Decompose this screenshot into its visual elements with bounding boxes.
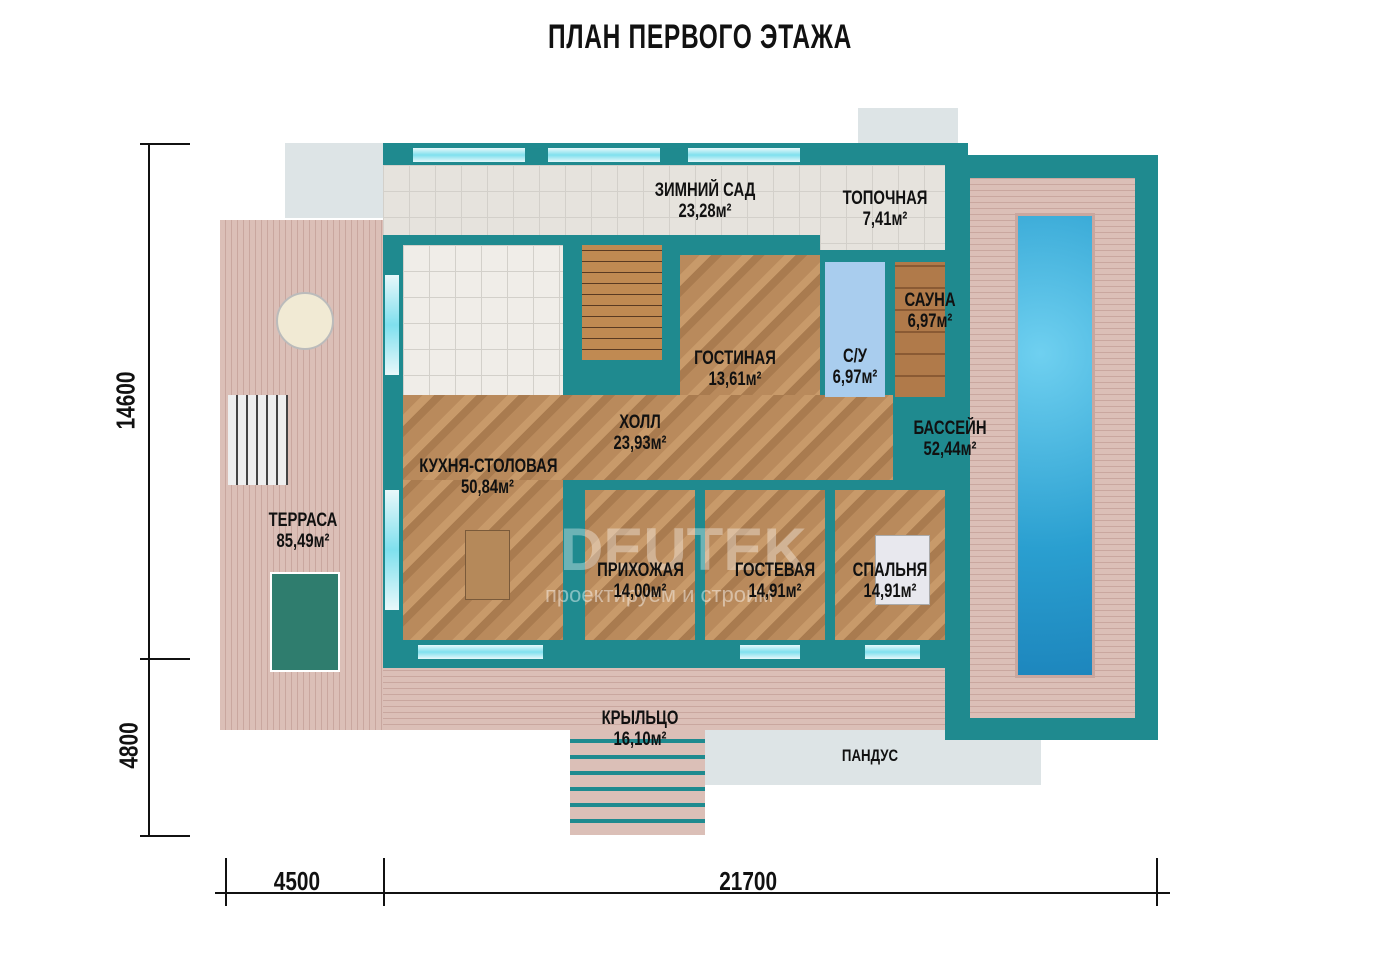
bed — [875, 535, 930, 605]
watermark-slogan: проектируем и строим — [545, 582, 774, 607]
dimension-line-horizontal — [215, 892, 1170, 894]
dimension-tick — [140, 658, 190, 660]
dimension-tick — [140, 143, 190, 145]
window — [740, 645, 800, 659]
dimension-height-main: 14600 — [110, 371, 141, 430]
umbrella — [276, 292, 334, 350]
porch-deck — [383, 660, 948, 730]
dimension-width-main: 21700 — [719, 866, 778, 896]
window — [548, 148, 660, 162]
pool-water — [1015, 213, 1095, 678]
plan-title: ПЛАН ПЕРВОГО ЭТАЖА — [548, 18, 852, 56]
guest-floor — [705, 490, 825, 640]
stairs — [582, 245, 662, 360]
window — [385, 490, 399, 610]
ramp-label: ПАНДУС — [841, 746, 899, 765]
dimension-tick — [140, 835, 190, 837]
boiler-room-floor — [820, 165, 955, 250]
dimension-tick — [225, 858, 227, 906]
dining-table — [465, 530, 510, 600]
entry-floor — [585, 490, 695, 640]
window — [865, 645, 920, 659]
kitchen-floor-lower — [403, 395, 893, 480]
living-floor — [680, 255, 820, 395]
dimension-tick — [383, 858, 385, 906]
dimension-line-vertical — [148, 143, 150, 836]
window — [418, 645, 543, 659]
window — [688, 148, 800, 162]
watermark-brand: DEUTEK — [560, 516, 807, 583]
winter-garden-floor — [383, 165, 820, 235]
dimension-height-porch: 4800 — [113, 722, 144, 769]
window — [385, 275, 399, 375]
kitchen-tile-zone — [403, 245, 563, 395]
terrace-stairs — [228, 395, 288, 485]
dimension-width-terrace: 4500 — [273, 866, 321, 896]
ping-pong-table — [270, 572, 340, 672]
dimension-tick — [1156, 858, 1158, 906]
porch-stairs — [570, 730, 705, 835]
snow-area — [285, 143, 385, 218]
window — [413, 148, 525, 162]
bathroom-floor — [825, 262, 885, 397]
